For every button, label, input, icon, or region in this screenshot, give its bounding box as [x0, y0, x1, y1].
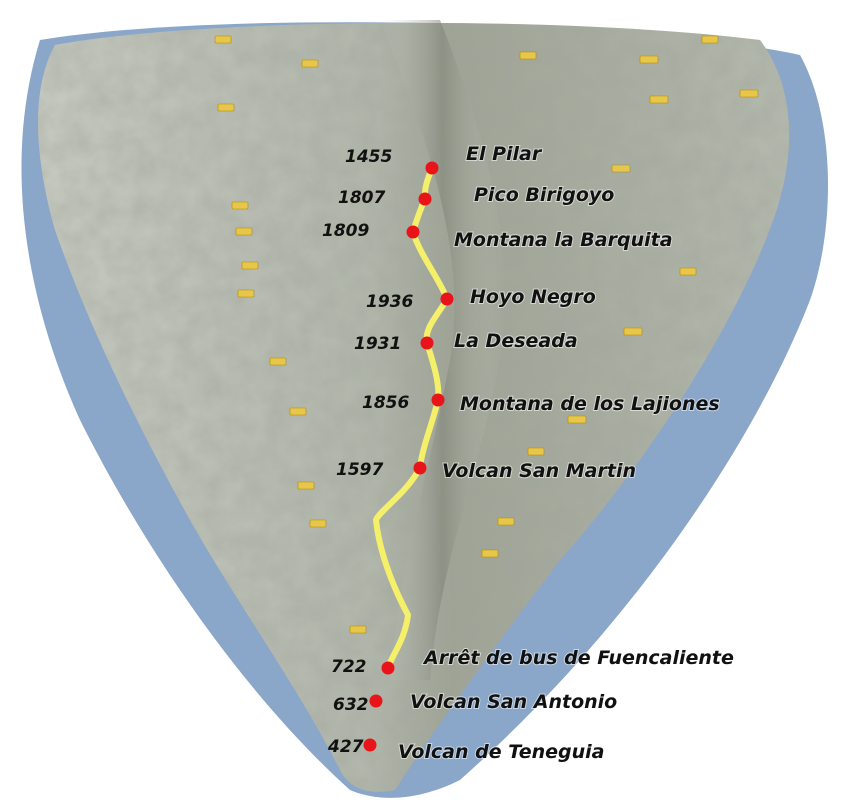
- stop-elevation: 632: [333, 695, 369, 715]
- stop-marker: [425, 161, 439, 175]
- stop-name: La Deseada: [454, 330, 578, 352]
- stop-name: Montana la Barquita: [454, 229, 673, 251]
- stop-name: Volcan San Antonio: [410, 691, 617, 713]
- stop-name: Volcan de Teneguia: [398, 741, 605, 763]
- route-stop: 1931 La Deseada: [354, 329, 579, 354]
- stop-elevation: 1807: [338, 188, 385, 208]
- stop-elevation: 1597: [336, 460, 383, 480]
- route-stop: 1455 El Pilar: [345, 142, 544, 175]
- hiking-route-line: [373, 165, 450, 671]
- stop-marker: [418, 192, 432, 206]
- road-labels: [214, 35, 759, 634]
- stop-marker: [431, 393, 445, 407]
- stop-marker: [440, 292, 454, 306]
- stop-marker: [363, 738, 377, 752]
- stop-marker: [413, 461, 427, 475]
- stop-name: Montana de los Lajiones: [460, 393, 720, 415]
- stop-elevation: 722: [331, 657, 367, 677]
- stop-name: El Pilar: [466, 143, 543, 165]
- stop-elevation: 1856: [362, 393, 409, 413]
- stop-elevation: 1455: [345, 147, 392, 167]
- stop-name: Volcan San Martin: [442, 460, 636, 482]
- stop-marker: [369, 694, 383, 708]
- route-stop: 1597 Volcan San Martin: [336, 459, 637, 483]
- stop-elevation: 1936: [366, 292, 413, 312]
- route-stop: 722 Arrêt de bus de Fuencaliente: [331, 646, 735, 677]
- stop-marker: [406, 225, 420, 239]
- stop-marker: [420, 336, 434, 350]
- stop-marker: [381, 661, 395, 675]
- ridge-shading: [380, 20, 506, 680]
- route-stop: 632 Volcan San Antonio: [333, 690, 618, 715]
- stop-name: Pico Birigoyo: [474, 184, 614, 206]
- route-stop: 1807 Pico Birigoyo: [338, 183, 615, 208]
- route-stop: 1856 Montana de los Lajiones: [362, 392, 721, 416]
- stop-elevation: 1931: [354, 334, 401, 354]
- stop-name: Arrêt de bus de Fuencaliente: [422, 647, 734, 669]
- route-stop: 427 Volcan de Teneguia: [327, 737, 606, 764]
- route-stop: 1809 Montana la Barquita: [322, 221, 674, 252]
- stop-name: Hoyo Negro: [470, 286, 596, 308]
- terrain-relief: [38, 22, 790, 792]
- stop-elevation: 427: [327, 737, 364, 757]
- route-stop: 1936 Hoyo Negro: [366, 285, 597, 312]
- stop-elevation: 1809: [322, 221, 369, 241]
